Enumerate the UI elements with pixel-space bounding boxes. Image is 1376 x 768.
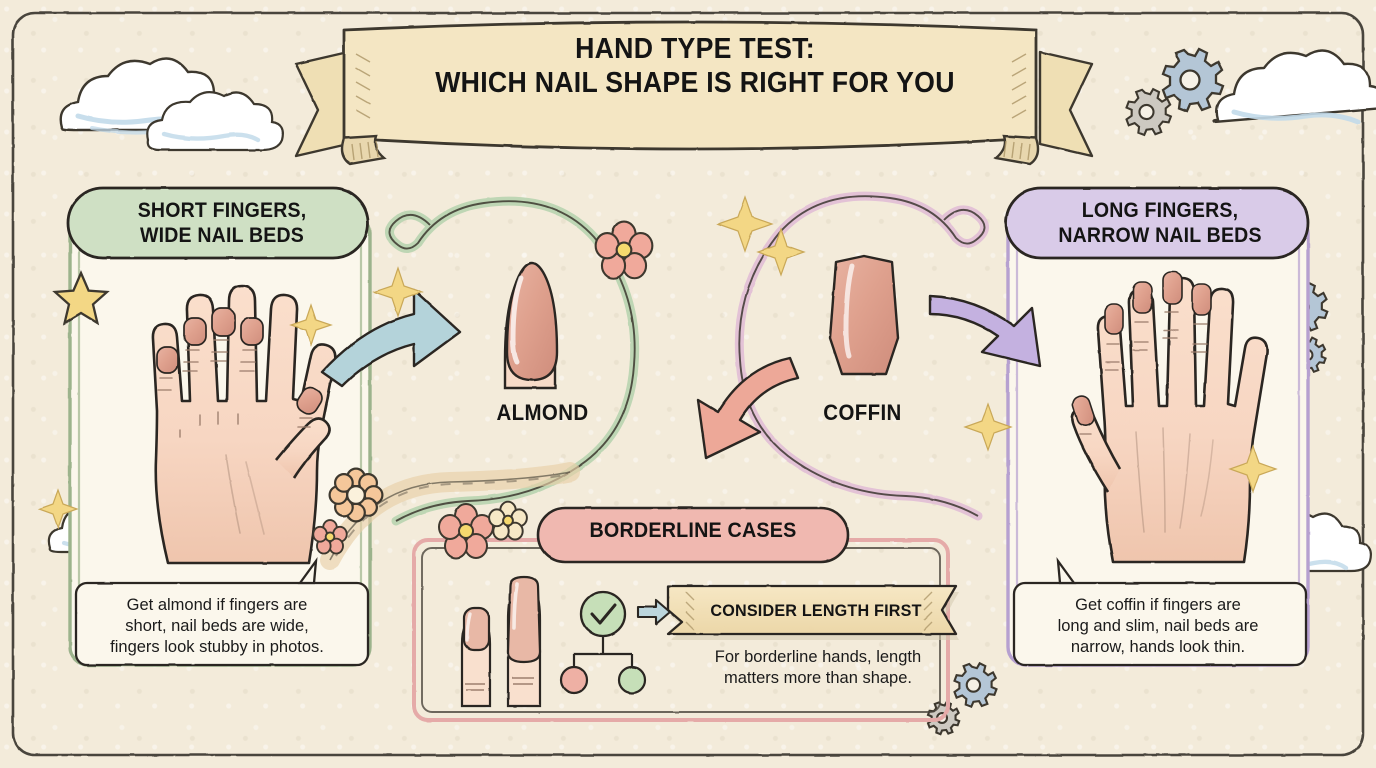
borderline-caption-line-2: matters more than shape. [723,669,912,688]
flower-icon [328,467,384,523]
sparkle-icon [37,195,1278,530]
flower-icon [438,503,494,559]
left-caption-line-1: Get almond if fingers are [126,596,308,614]
left-header-line-2: WIDE NAIL BEDS [140,224,304,248]
star-icon [52,270,110,326]
page-title: HAND TYPE TEST: WHICH NAIL SHAPE IS RIGH… [378,32,1013,100]
coffin-to-borderline-arrow [696,356,800,460]
gear-icon [1125,87,1173,137]
left-panel-caption: Get almond if fingers are short, nail be… [82,595,352,658]
borderline-caption-line-1: For borderline hands, length [714,648,922,666]
left-header-line-1: SHORT FINGERS, [137,199,307,222]
gear-icon [1161,47,1225,113]
title-line-2: WHICH NAIL SHAPE IS RIGHT FOR YOU [435,67,955,100]
left-caption-box [74,556,370,667]
almond-label: ALMOND [496,400,589,425]
left-header-pill [66,186,370,260]
left-caption-line-2: short, nail beds are wide, [125,617,309,636]
borderline-caption: For borderline hands, length matters mor… [678,647,958,690]
cloud-icon [1212,49,1376,125]
short-vs-long-nail-icon [460,575,542,708]
right-caption-box [1012,556,1308,667]
flower-icon [594,220,654,280]
coffin-label: COFFIN [823,400,902,425]
right-caption-line-1: Get coffin if fingers are [1075,596,1241,614]
right-header-line-2: NARROW NAIL BEDS [1058,224,1262,248]
small-right-arrow-icon [636,598,672,626]
coffin-to-right-arrow [928,294,1042,368]
cloud-icon [146,91,284,152]
borderline-title-pill [536,506,850,564]
coffin-swirl-path [734,191,989,521]
right-header-pill [1004,186,1310,260]
left-caption-line-3: fingers look stubby in photos. [110,638,324,657]
flower-icon [312,519,348,555]
right-caption-line-3: narrow, hands look thin. [1070,638,1246,657]
left-panel-header: SHORT FINGERS, WIDE NAIL BEDS [90,198,354,248]
slim-hand-illustration [1071,271,1269,564]
coffin-nail-shape [828,254,900,376]
dashed-road-path [320,462,580,570]
flower-icon [488,500,528,541]
outer-frame [11,11,1365,757]
wide-hand-illustration [151,284,337,565]
check-circle-flowchart-icon [559,590,647,695]
right-header-line-1: LONG FINGERS, [1081,199,1239,222]
title-line-1: HAND TYPE TEST: [575,33,815,65]
borderline-title: BORDERLINE CASES [589,519,797,542]
gear-icon [953,661,998,709]
right-panel-caption: Get coffin if fingers are long and slim,… [1022,595,1294,658]
right-panel-header: LONG FINGERS, NARROW NAIL BEDS [1028,198,1292,248]
title-banner [294,20,1094,166]
almond-swirl-path [385,196,640,526]
left-to-almond-arrow [320,288,462,388]
right-caption-line-2: long and slim, nail beds are [1057,617,1259,636]
consider-length-ribbon [666,584,959,640]
ribbon-label: CONSIDER LENGTH FIRST [710,601,922,620]
almond-nail-shape [503,261,559,390]
